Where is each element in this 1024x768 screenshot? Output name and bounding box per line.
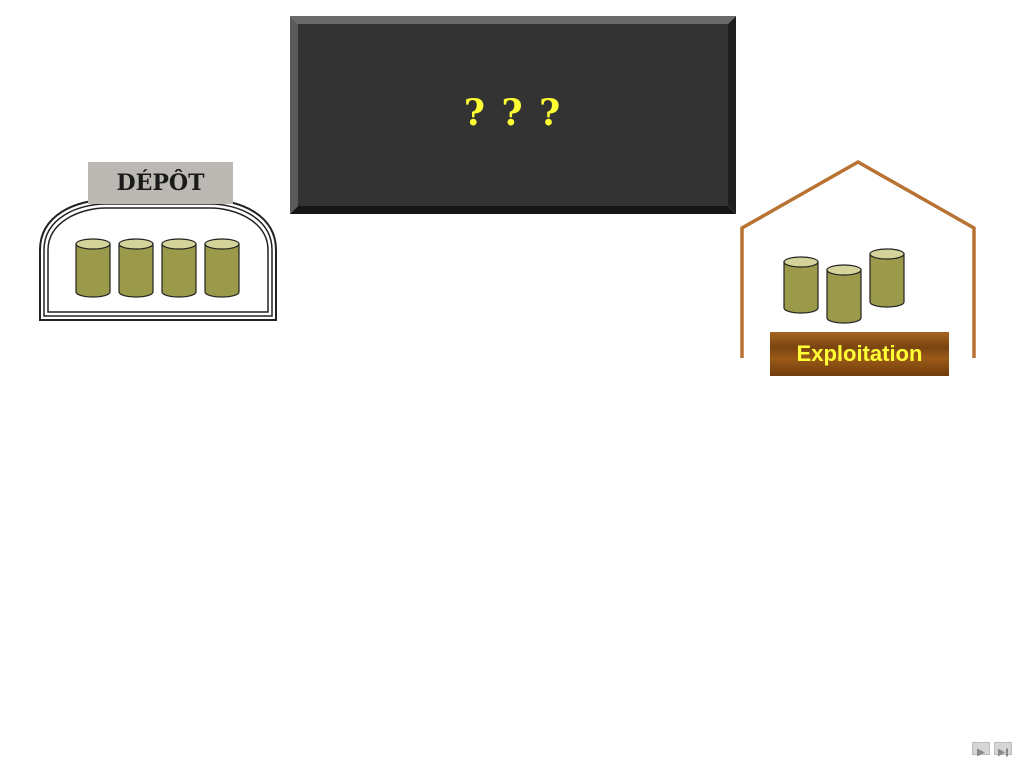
depot-label: DÉPÔT (88, 162, 233, 204)
skip-end-icon (998, 748, 1008, 757)
barrel-icon (204, 238, 240, 298)
barrel-icon (161, 238, 197, 298)
barrel-icon (826, 264, 862, 324)
barrel-icon (869, 248, 905, 308)
play-icon (977, 748, 985, 757)
farm-sign: Exploitation (770, 332, 949, 376)
depot-building (39, 199, 277, 321)
depot-barrels (75, 238, 240, 298)
barrel-icon (118, 238, 154, 298)
farm-house (740, 159, 976, 358)
barrel-icon (75, 238, 111, 298)
farm-barrels (783, 248, 905, 324)
question-board (290, 16, 736, 214)
barrel-icon (783, 256, 819, 314)
slide-nav (972, 742, 1016, 757)
skip-end-button[interactable] (994, 742, 1012, 757)
question-text: ? ? ? (463, 92, 563, 134)
play-button[interactable] (972, 742, 990, 757)
